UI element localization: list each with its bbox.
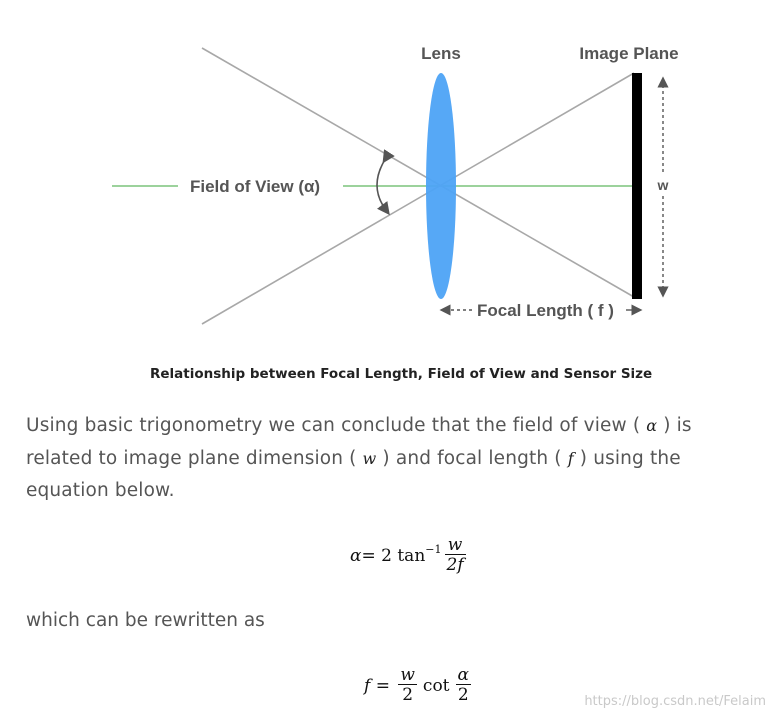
fov-arc-arrow xyxy=(376,149,395,216)
lens-label: Lens xyxy=(421,44,461,63)
eq1-equals-tan: = 2 tan xyxy=(361,545,426,566)
eq2-numerator-1: w xyxy=(400,665,415,685)
paragraph-explanation: Using basic trigonometry we can conclude… xyxy=(26,410,756,508)
eq2-lhs: f xyxy=(364,675,371,696)
image-plane-label: Image Plane xyxy=(579,44,678,63)
eq1-fraction: w 2f xyxy=(444,535,466,575)
eq2-denominator-1: 2 xyxy=(402,685,414,705)
equation-focal: f = w 2 cot α 2 xyxy=(364,666,474,705)
eq2-fraction-2: α 2 xyxy=(455,665,471,705)
focal-length-label: Focal Length ( f ) xyxy=(477,301,614,320)
paragraph-text-2: ) is related to image plane dimension ( xyxy=(26,415,692,469)
image-plane-bar xyxy=(632,73,642,299)
eq1-lhs: α xyxy=(350,545,362,566)
eq2-equals: = xyxy=(370,675,396,696)
equation-fov: α = 2 tan −1 w 2f xyxy=(350,536,469,575)
eq2-numerator-2: α xyxy=(457,665,469,685)
math-w: w xyxy=(362,448,377,468)
optics-diagram: Lens Image Plane Field of View (α) w Foc… xyxy=(112,44,679,325)
lens-shape xyxy=(426,73,456,299)
eq1-numerator: w xyxy=(447,535,463,555)
eq1-denominator: 2f xyxy=(446,555,464,575)
fov-label: Field of View (α) xyxy=(190,177,320,196)
w-label: w xyxy=(657,177,669,193)
ray-lower xyxy=(201,72,635,325)
eq2-denominator-2: 2 xyxy=(457,685,469,705)
eq2-fraction-1: w 2 xyxy=(398,666,417,705)
eq1-sup: −1 xyxy=(425,543,442,556)
paragraph-text-4: ) using the equation below. xyxy=(26,447,681,502)
paragraph-text-1: Using basic trigonometry we can conclude… xyxy=(26,415,647,436)
figure-caption: Relationship between Focal Length, Field… xyxy=(150,366,653,382)
paragraph-text-3: ) and focal length ( xyxy=(376,447,568,469)
eq2-cot: cot xyxy=(422,675,450,696)
math-f: f xyxy=(567,448,574,468)
ray-upper xyxy=(201,47,635,298)
math-alpha: α xyxy=(646,416,658,435)
paragraph-rewritten: which can be rewritten as xyxy=(26,610,265,631)
watermark: https://blog.csdn.net/Felaim xyxy=(584,694,766,709)
